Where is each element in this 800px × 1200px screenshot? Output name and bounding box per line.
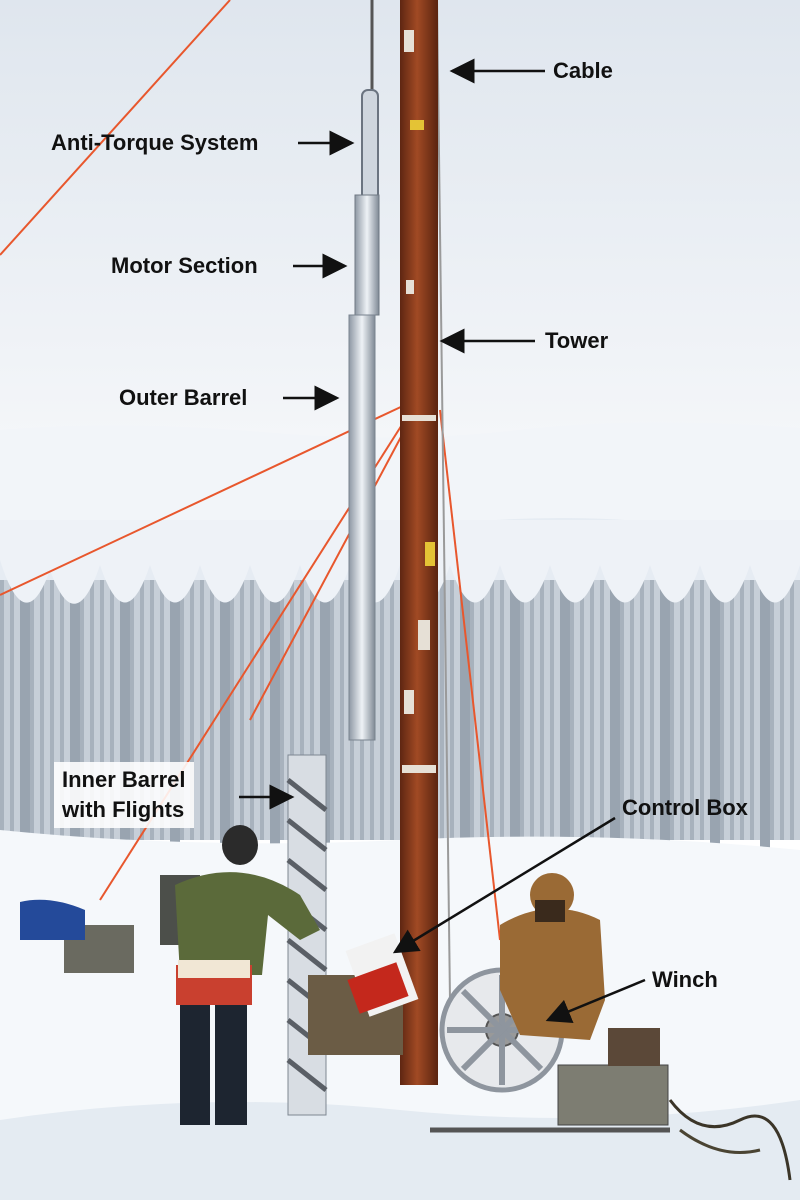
- outer-barrel: [348, 314, 376, 741]
- person-left: [175, 825, 320, 1125]
- outer-barrel-label: Outer Barrel: [119, 385, 248, 410]
- fence-posts: [20, 560, 770, 865]
- control-box: [345, 933, 419, 1017]
- cable: [436, 0, 451, 1001]
- tower-label: Tower: [545, 328, 609, 353]
- winch-label: Winch: [652, 967, 718, 992]
- motor-section-label: Motor Section: [111, 253, 258, 278]
- winch-arrow: [545, 978, 646, 1023]
- cable-label: Cable: [553, 58, 613, 83]
- motor-section: [354, 194, 380, 316]
- control-box-arrow: [392, 816, 616, 954]
- inner-barrel-label-line2: with Flights: [62, 797, 185, 822]
- inner-barrel-label: Inner Barrel with Flights: [54, 762, 194, 828]
- control-box-label: Control Box: [622, 795, 748, 820]
- inner-barrel-label-line1: Inner Barrel: [62, 767, 186, 792]
- anti-torque-label: Anti-Torque System: [51, 130, 259, 155]
